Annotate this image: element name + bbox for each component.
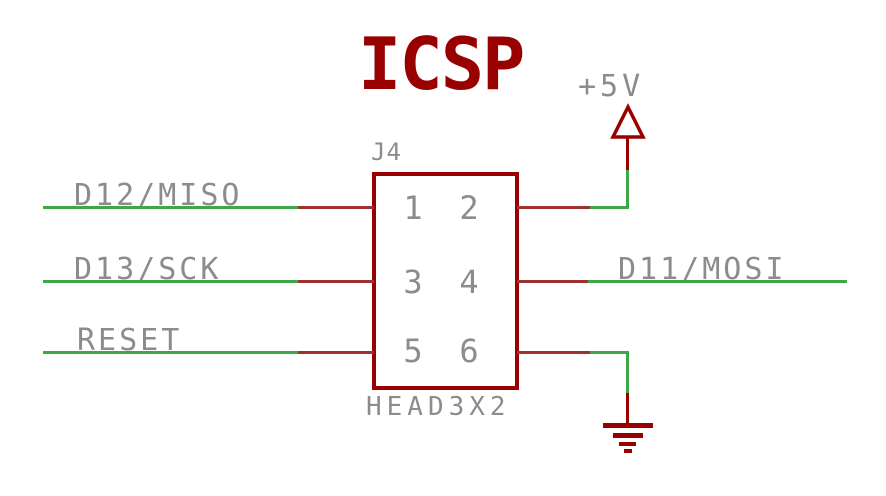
wire-pin6-to-ground — [590, 351, 629, 354]
power-net-label: +5V — [578, 69, 645, 104]
schematic-title: ICSP — [358, 22, 525, 106]
ground-wire-green-segment — [626, 353, 629, 393]
pin-number-5: 5 — [403, 332, 423, 370]
power-wire-red-segment — [626, 137, 629, 170]
ground-wire-red-segment — [626, 393, 629, 424]
pin-number-1: 1 — [403, 189, 423, 227]
power-wire-green-segment — [626, 170, 629, 209]
ground-bar-4 — [624, 449, 632, 453]
pin-stub-5 — [298, 351, 374, 354]
pin-number-4: 4 — [459, 263, 479, 301]
net-label-d13-sck: D13/SCK — [74, 252, 222, 287]
net-label-d11-mosi: D11/MOSI — [618, 252, 787, 287]
pin-stub-1 — [298, 206, 374, 209]
ground-bar-3 — [619, 442, 636, 446]
pin-number-2: 2 — [459, 189, 479, 227]
connector-body — [372, 172, 519, 390]
ground-bar-1 — [603, 423, 653, 428]
wire-d12-miso — [43, 206, 298, 209]
power-flag-icon — [610, 103, 646, 139]
pin-stub-2 — [517, 206, 590, 209]
pin-number-6: 6 — [459, 332, 479, 370]
wire-d13-sck — [43, 280, 298, 283]
wire-reset — [43, 351, 298, 354]
wire-pin2-to-power — [590, 206, 629, 209]
wire-d11-mosi — [588, 280, 847, 283]
net-label-reset: RESET — [77, 323, 183, 358]
connector-footprint-label: HEAD3X2 — [366, 392, 511, 422]
pin-stub-4 — [517, 280, 588, 283]
pin-stub-6 — [517, 351, 590, 354]
pin-stub-3 — [298, 280, 374, 283]
connector-refdes: J4 — [371, 138, 402, 166]
pin-number-3: 3 — [403, 263, 423, 301]
net-label-d12-miso: D12/MISO — [74, 178, 243, 213]
ground-bar-2 — [613, 433, 643, 438]
